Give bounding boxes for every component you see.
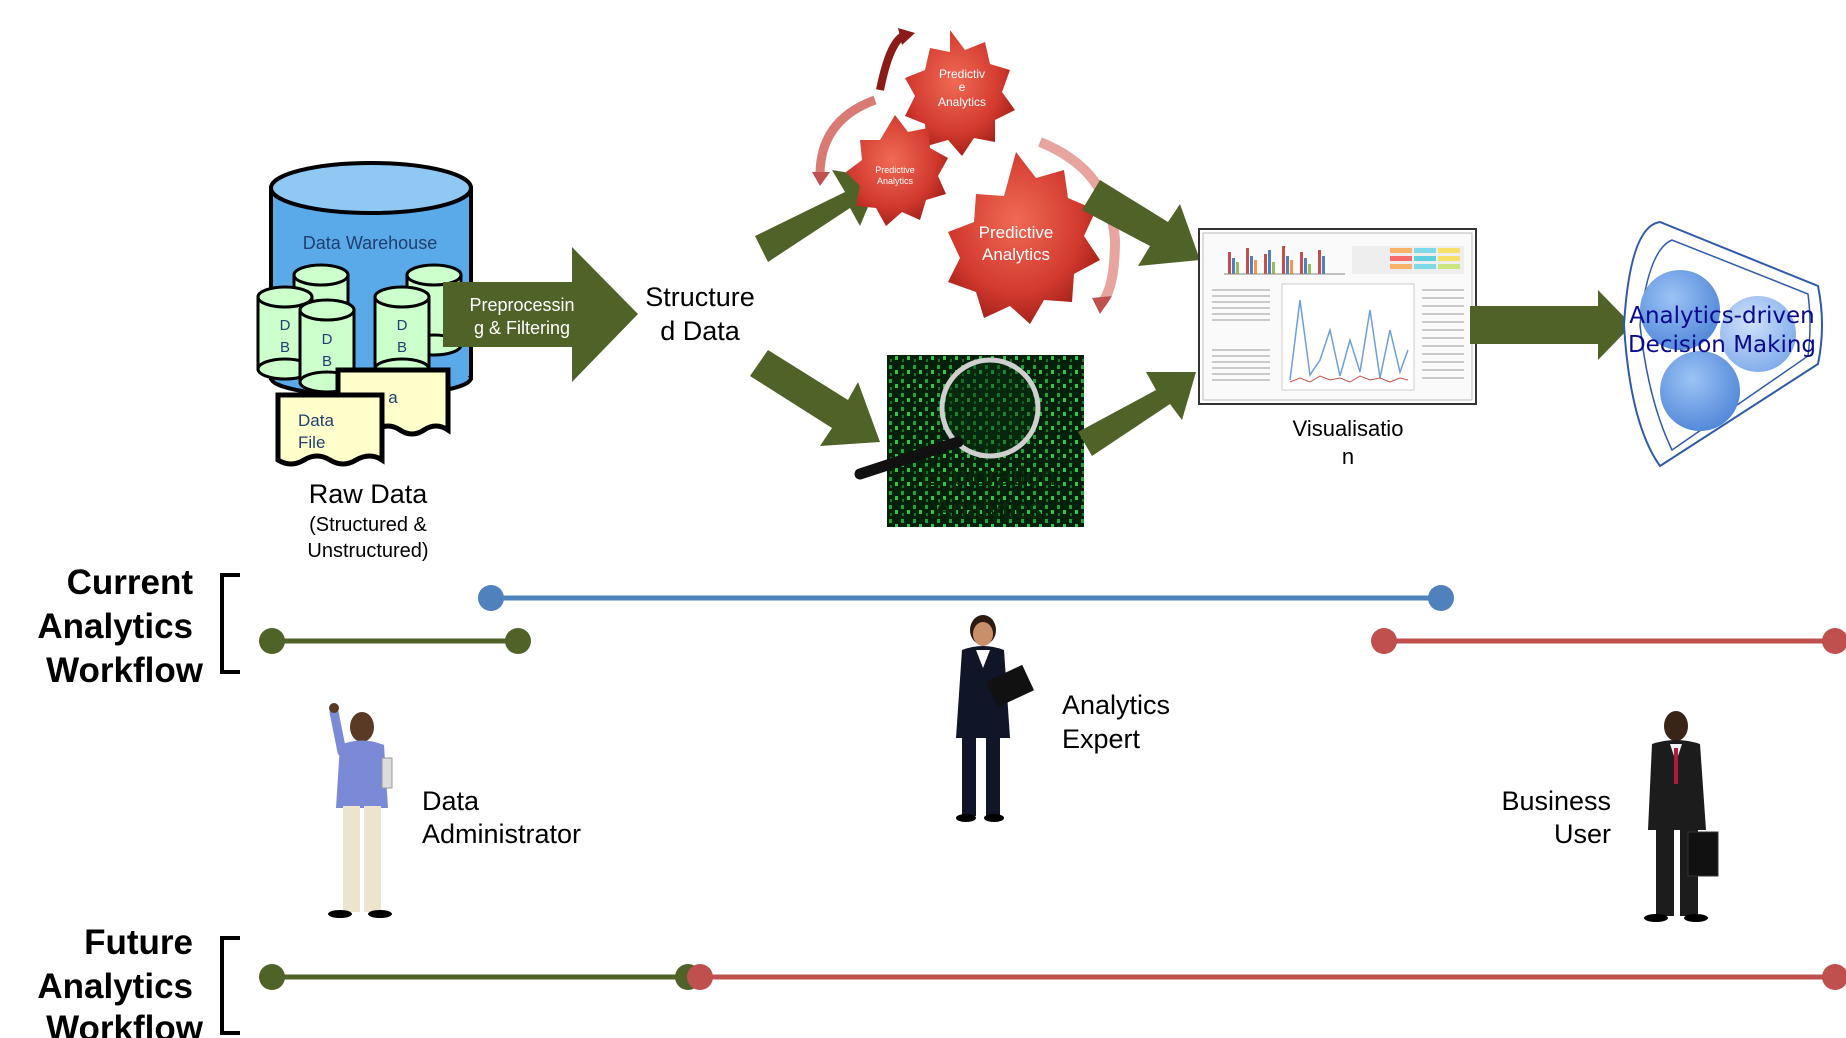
arrow-to-exploration (750, 350, 880, 446)
preprocessing-label-line1: Preprocessin (469, 295, 574, 315)
data-warehouse-label: Data Warehouse (303, 233, 437, 253)
visualisation-label-line2: n (1342, 444, 1354, 469)
decision-label-line1: Analytics-driven (1629, 303, 1815, 329)
db-label-d: D (322, 331, 333, 348)
gear-top-label-line3: Analytics (938, 95, 986, 109)
exploration-label-line2: Analytics (934, 494, 1042, 524)
data-administrator-label-line1: Data (422, 786, 480, 816)
visualisation-label-line1: Visualisatio (1293, 416, 1404, 441)
gear-small-label-line2: Analytics (877, 176, 914, 186)
arrow-predictive-to-visualisation (1082, 180, 1200, 266)
preprocessing-label-line2: g & Filtering (474, 318, 570, 338)
current-workflow-line2: Analytics (37, 607, 193, 646)
dashboard-list-left (1212, 289, 1270, 381)
raw-data-subcaption-2: Unstructured) (307, 540, 428, 562)
data-file-label-line1: Data (298, 411, 334, 430)
data-administrator-label-line2: Administrator (422, 819, 581, 849)
raw-data-subcaption-1: (Structured & (309, 514, 427, 536)
business-user-figure (1644, 711, 1719, 922)
raw-data-group: Data Warehouse D B D B (256, 161, 473, 562)
structured-data-label-line1: Structure (645, 282, 755, 312)
future-workflow-line3: Workflow (46, 1009, 204, 1038)
data-file-icon-front: Data File (275, 392, 385, 467)
decision-bubble-1 (1640, 270, 1720, 350)
cycle-arrows (812, 28, 1121, 314)
gear-top-label-line2: e (959, 80, 966, 94)
data-file-label-back: a (388, 388, 398, 407)
decision-label-line2: Decision Making (1628, 332, 1816, 358)
decision-bubble-3 (1660, 351, 1740, 431)
current-workflow-line1: Current (67, 563, 194, 602)
dashboard-bar-chart (1224, 246, 1345, 275)
data-administrator-figure (328, 703, 393, 918)
dashboard-list-right (1422, 289, 1464, 379)
arrow-exploration-to-visualisation (1078, 372, 1196, 456)
decision-bubble-2 (1720, 296, 1796, 372)
db-label-b: B (397, 339, 407, 356)
current-workflow-bracket (220, 573, 240, 674)
gear-small-label-line1: Predictive (875, 165, 915, 175)
preprocessing-arrow: Preprocessin g & Filtering (443, 247, 638, 382)
current-timeline-blue (478, 585, 1454, 611)
business-user-label-line1: Business (1501, 786, 1611, 816)
analytics-expert-label-line2: Expert (1062, 724, 1141, 754)
decision-funnel: Analytics-driven Decision Making (1622, 220, 1823, 468)
dashboard-line-chart (1281, 283, 1415, 391)
current-timeline-red (1371, 628, 1846, 654)
arrow-to-predictive (755, 170, 880, 262)
database-icon-5: D B (373, 285, 431, 381)
current-workflow-heading: Current Analytics Workflow (37, 563, 240, 690)
future-workflow-line1: Future (84, 923, 193, 962)
current-timeline-green (259, 628, 531, 654)
data-file-label-line2: File (298, 433, 325, 452)
visualisation-dashboard (1198, 228, 1477, 405)
raw-data-caption: Raw Data (309, 479, 429, 509)
gear-icon-small: Predictive Analytics (846, 115, 948, 226)
future-timeline-green (259, 964, 701, 990)
db-label-d: D (280, 317, 291, 334)
gear-large-label-line2: Analytics (982, 245, 1050, 264)
gear-large-label-line1: Predictive (979, 223, 1054, 242)
magnifier-handle (854, 436, 964, 480)
gear-icon-top: Predictiv e Analytics (905, 30, 1015, 156)
exploration-label-line1: Exploration (920, 461, 1055, 491)
analytics-expert-label-line1: Analytics (1062, 690, 1170, 720)
analytics-expert-figure (956, 615, 1035, 822)
db-label-b: B (322, 353, 332, 370)
current-workflow-line3: Workflow (46, 651, 204, 690)
future-workflow-line2: Analytics (37, 967, 193, 1006)
exploration-panel: Exploration Analytics (854, 355, 1084, 527)
gear-icon-large: Predictive Analytics (948, 152, 1100, 324)
db-label-b: B (280, 339, 290, 356)
future-timeline-red (687, 964, 1846, 990)
arrow-to-decision (1470, 290, 1632, 360)
structured-data-label-line2: d Data (660, 316, 741, 346)
gear-top-label-line1: Predictiv (939, 67, 985, 81)
business-user-label-line2: User (1554, 819, 1611, 849)
db-label-d: D (397, 317, 408, 334)
future-workflow-heading: Future Analytics Workflow (37, 923, 240, 1038)
future-workflow-bracket (220, 936, 240, 1035)
dashboard-table (1352, 246, 1464, 274)
